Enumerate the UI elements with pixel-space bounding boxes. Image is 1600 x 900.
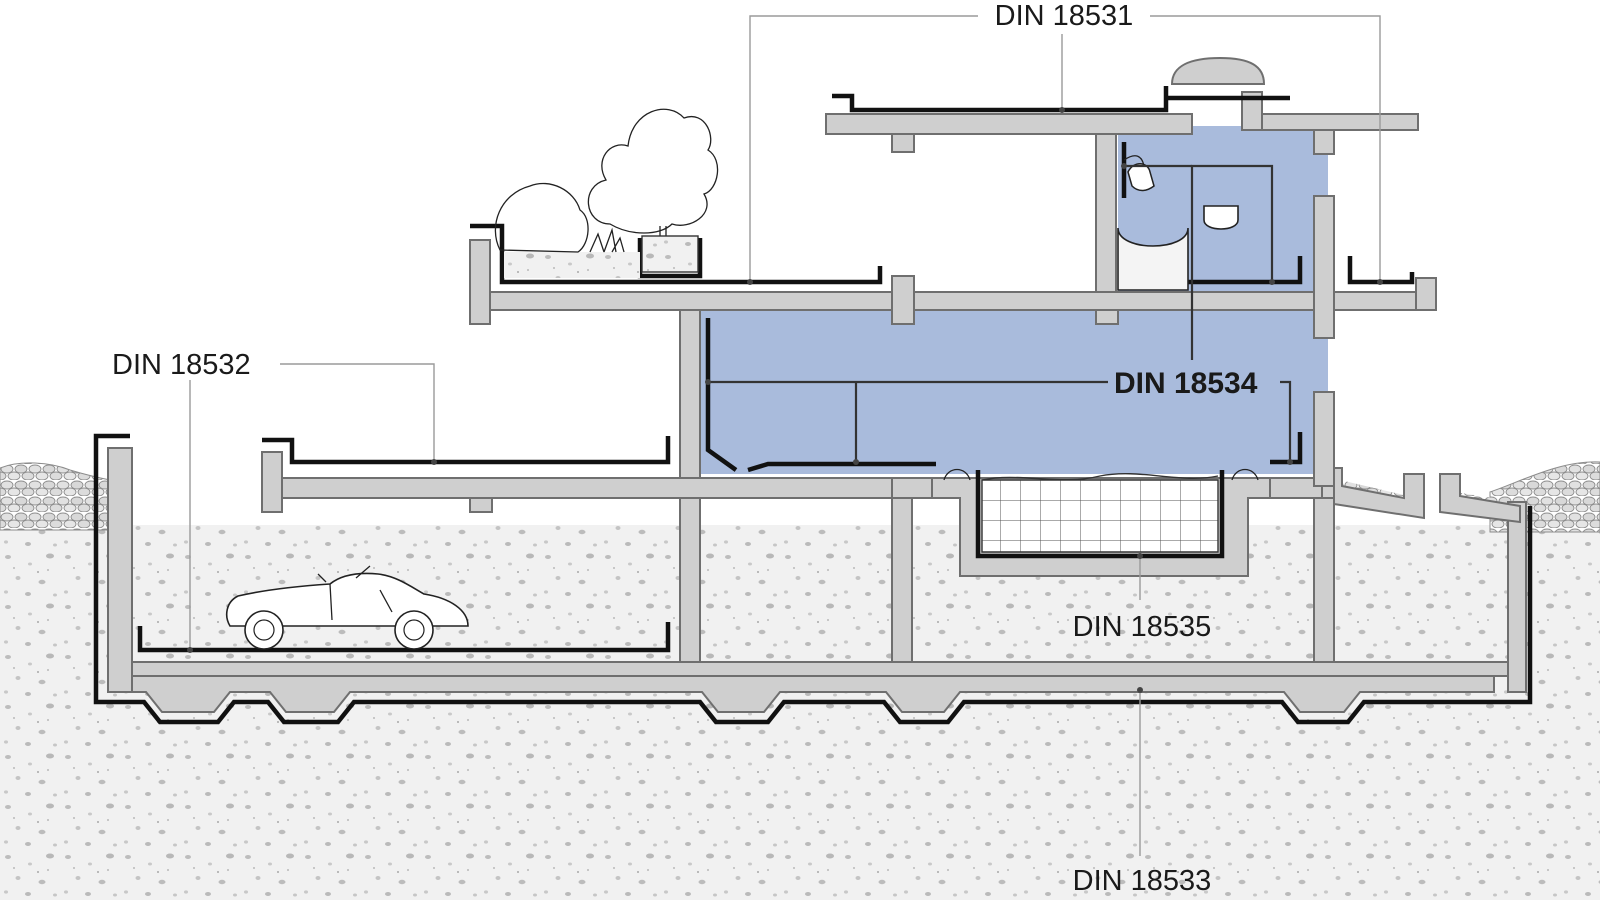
bathroom-fixtures xyxy=(1117,155,1239,291)
roof-garden xyxy=(494,108,719,278)
shower-arm-icon xyxy=(1123,155,1145,167)
membrane-parking-deck xyxy=(262,436,671,465)
parking-deck-edge xyxy=(261,451,283,513)
first-floor-beam-2 xyxy=(1095,309,1119,325)
leader-18534-right xyxy=(1280,380,1292,462)
membrane-wetroom-wall xyxy=(705,318,738,472)
car-wheel-front xyxy=(394,610,434,650)
roof-upstand-right xyxy=(1241,91,1263,131)
membrane-garage-floor xyxy=(137,622,671,653)
first-floor-beam-1 xyxy=(891,275,915,325)
basement-right-wall xyxy=(1507,501,1527,693)
membrane-terrace xyxy=(470,223,883,285)
parking-deck-slab xyxy=(261,477,893,499)
car-wheel-rear xyxy=(244,610,284,650)
parking-deck-beam xyxy=(469,497,493,513)
shrub-icon xyxy=(494,182,589,253)
water-tank xyxy=(943,468,1259,553)
planter-box xyxy=(641,235,699,273)
bathtub-icon xyxy=(1117,227,1189,291)
leader-18531-left xyxy=(749,15,978,282)
upper-wall-right xyxy=(1313,195,1335,339)
basement-wall-2 xyxy=(891,497,913,663)
membrane-basement-outer xyxy=(93,433,1533,725)
gravel-left xyxy=(0,462,111,531)
gravel-right xyxy=(1489,461,1600,533)
membrane-balcony xyxy=(1347,256,1415,285)
water-surface xyxy=(981,473,1219,481)
retaining-step-1 xyxy=(1333,467,1425,520)
first-floor-slab xyxy=(469,291,1437,311)
grass-icon xyxy=(589,227,625,253)
roof-slab-beam xyxy=(891,133,915,153)
first-floor-left-upstand xyxy=(469,239,491,325)
core-wall-left xyxy=(679,307,701,479)
waterproofing-membranes xyxy=(93,86,1533,725)
label-din-18531: DIN 18531 xyxy=(995,0,1134,32)
basement-left-wall xyxy=(107,447,133,693)
basement-wall-1 xyxy=(679,497,701,663)
membrane-wetroom-floor xyxy=(747,461,936,473)
membrane-bathroom-floor xyxy=(1188,256,1303,285)
washbasin-icon xyxy=(1203,205,1239,230)
membrane-wetroom-right xyxy=(1270,432,1303,465)
label-din-18532: DIN 18532 xyxy=(112,349,251,381)
leader-18532-right xyxy=(280,363,435,462)
overflow-right xyxy=(1231,468,1259,481)
label-din-18535: DIN 18535 xyxy=(1073,611,1212,643)
leader-lines xyxy=(187,15,1383,856)
shower-head-icon xyxy=(1127,163,1155,192)
upper-wall-left xyxy=(1095,125,1117,293)
roof-slab-right xyxy=(1241,113,1419,131)
basement-wall-3 xyxy=(1313,497,1335,663)
label-din-18533: DIN 18533 xyxy=(1073,865,1212,897)
roof-slab xyxy=(825,113,1193,135)
membrane-roof xyxy=(832,86,1169,113)
core-wall-right xyxy=(1313,391,1335,487)
membrane-tank xyxy=(975,470,1225,559)
label-din-18534: DIN 18534 xyxy=(1114,367,1258,400)
tank-grid xyxy=(981,479,1219,553)
planting-soil xyxy=(504,252,640,278)
first-floor-right-upstand xyxy=(1415,277,1437,311)
leader-18534-up xyxy=(1190,164,1274,360)
leader-18531-right xyxy=(1150,15,1381,282)
garage-floor xyxy=(131,661,1509,677)
foundation-slab xyxy=(107,661,1495,713)
retaining-step-2 xyxy=(1439,473,1521,524)
overflow-left xyxy=(943,468,971,481)
car-icon xyxy=(225,565,469,650)
skylight-dome-icon xyxy=(1170,56,1266,85)
labels: DIN 18531 DIN 18532 DIN 18534 DIN 18535 … xyxy=(112,0,1278,897)
tree-crown-icon xyxy=(587,108,719,234)
